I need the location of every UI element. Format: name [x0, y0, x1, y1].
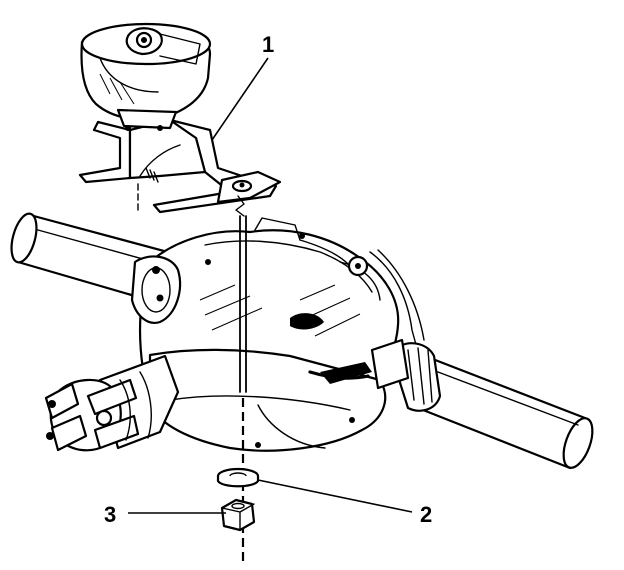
- right-axle-joint: [308, 338, 442, 412]
- leader-line-2: [257, 479, 413, 513]
- right-axle-tube: [416, 356, 594, 470]
- differential-housing: [130, 217, 425, 452]
- pinion-yoke: [44, 354, 180, 452]
- leader-lines: [128, 57, 413, 514]
- washer: [216, 467, 260, 488]
- leader-line-1: [211, 57, 269, 141]
- callout-2: 2: [420, 502, 432, 527]
- callout-3: 3: [104, 502, 116, 527]
- stud-centerline: [235, 195, 247, 565]
- callout-1: 1: [262, 32, 274, 57]
- bumper-bracket: [78, 118, 282, 214]
- nut: [220, 498, 256, 532]
- rubber-bumper: [80, 22, 212, 131]
